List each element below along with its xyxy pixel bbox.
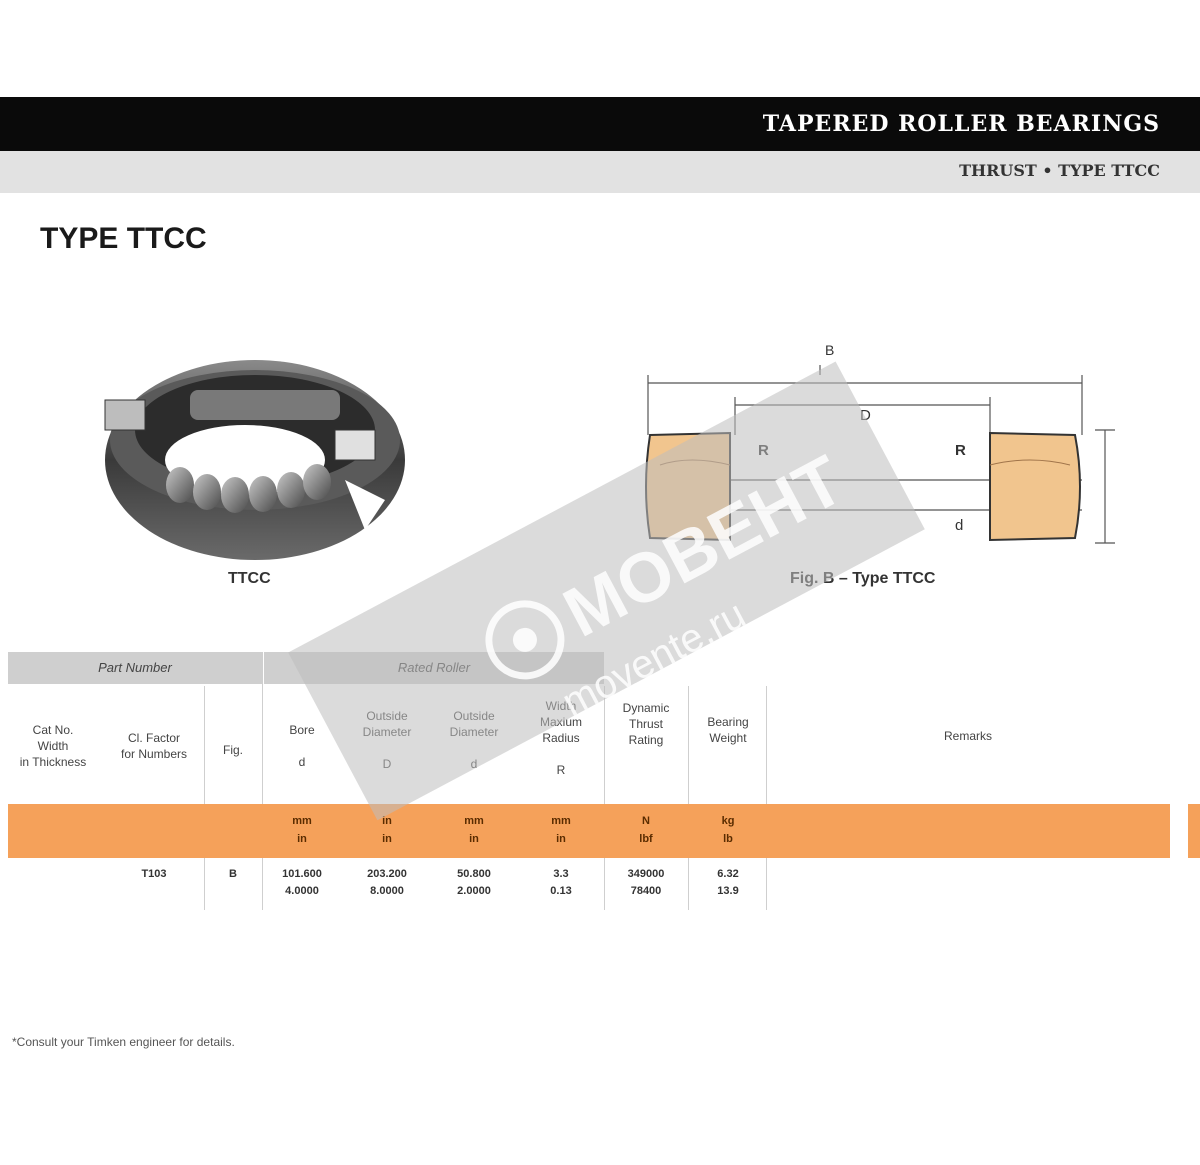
unit-radius: mm in (551, 815, 571, 845)
unit-weight: kg lb (721, 815, 735, 845)
units-band-edge (1188, 804, 1200, 858)
col-divider (688, 686, 689, 910)
footnote: *Consult your Timken engineer for detail… (12, 1035, 235, 1049)
group-part-number: Part Number (8, 652, 262, 684)
header-title: TAPERED ROLLER BEARINGS (762, 111, 1160, 137)
cell-part-number: T103 (141, 868, 167, 880)
unit-od2: mm in (464, 815, 484, 845)
header-outside-diameter-2: Outside Diameter d (449, 709, 499, 771)
cross-section-diagram: B D R R d (645, 342, 1115, 544)
header-cat-no: Cat No. Width in Thickness (19, 723, 87, 769)
unit-rating: N lbf (639, 815, 653, 845)
header-outside-diameter: Outside Diameter D (362, 709, 412, 771)
bearing-illustration (104, 360, 405, 560)
cell-bore: 101.600 4.0000 (282, 868, 322, 897)
subheader-bar: THRUST • TYPE TTCC (0, 151, 1200, 193)
header-fig: Fig. (222, 743, 243, 757)
header-dynamic-thrust-rating: Dynamic Thrust Rating (622, 701, 670, 747)
bearing-caption: TTCC (228, 570, 271, 587)
col-divider (262, 652, 263, 910)
unit-bore: mm in (292, 815, 312, 845)
diagram-label-outer: D (860, 407, 871, 424)
cell-rating: 349000 78400 (627, 868, 665, 897)
header-subtitle: THRUST • TYPE TTCC (959, 161, 1160, 180)
header-width-radius: Width Maxium Radius R (539, 699, 582, 777)
col-divider (604, 686, 605, 910)
header-remarks: Remarks (943, 729, 992, 743)
header-bearing-weight: Bearing Weight (707, 715, 749, 745)
page-title: TYPE TTCC (40, 222, 207, 255)
col-divider (204, 686, 205, 910)
cell-od2: 50.800 2.0000 (457, 868, 491, 897)
header-cl-factor: Cl. Factor for Numbers (120, 731, 188, 761)
diagram-label-r-right: R (955, 442, 966, 459)
unit-od: in in (382, 815, 392, 845)
diagram-caption: Fig. B – Type TTCC (790, 570, 936, 587)
diagram-label-r-left: R (758, 442, 769, 459)
diagram-rings (645, 431, 1081, 542)
group-rated-roller: Rated Roller (264, 652, 604, 684)
header-bar: TAPERED ROLLER BEARINGS (0, 97, 1200, 151)
cell-weight: 6.32 13.9 (717, 868, 739, 897)
diagram-label-top: B (825, 342, 834, 358)
header-bore: Bore d (289, 723, 315, 769)
cell-radius: 3.3 0.13 (550, 868, 572, 897)
cell-fig: B (229, 868, 237, 880)
cell-od: 203.200 8.0000 (367, 868, 407, 897)
col-divider (766, 686, 767, 910)
diagram-label-inner: d (955, 517, 963, 534)
